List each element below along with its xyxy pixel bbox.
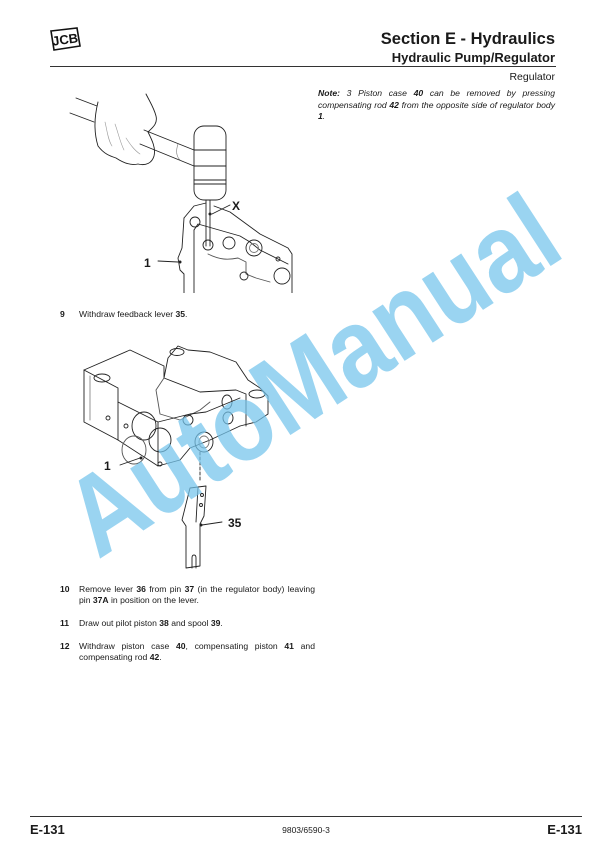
topic-label: Regulator (509, 71, 555, 83)
header-divider (50, 66, 556, 67)
note-label: Note: (318, 88, 340, 98)
part-ref: 42 (389, 99, 399, 110)
subsection-title: Hydraulic Pump/Regulator (391, 50, 555, 65)
callout-x: X (232, 199, 240, 213)
step-number: 12 (60, 641, 70, 651)
jcb-logo: JCB (48, 27, 82, 51)
callout-1: 1 (144, 256, 151, 270)
page-number-left: E-131 (30, 822, 65, 837)
svg-text:JCB: JCB (51, 30, 79, 48)
callout-35: 35 (228, 516, 242, 530)
step-text: Withdraw feedback lever 35. (79, 309, 188, 319)
callout-1: 1 (104, 459, 111, 473)
step-text: Remove lever 36 from pin 37 (in the regu… (79, 584, 315, 606)
figure-hammer-regulator: X 1 (69, 93, 293, 293)
section-title: Section E - Hydraulics (380, 30, 555, 48)
page-number-right: E-131 (547, 822, 582, 837)
footer-divider (30, 816, 582, 817)
part-ref: 40 (413, 88, 424, 98)
step-number: 10 (60, 584, 70, 594)
figure-feedback-lever: 1 35 (83, 345, 269, 569)
part-ref: 1 (318, 111, 323, 121)
note-paragraph: Note: 3 Piston case 40 can be removed by… (318, 88, 556, 121)
step-number: 11 (60, 618, 70, 628)
step-text: Draw out pilot piston 38 and spool 39. (79, 618, 223, 628)
document-number: 9803/6590-3 (282, 825, 330, 835)
step-text: Withdraw piston case 40, compensating pi… (79, 641, 315, 663)
step-number: 9 (60, 309, 65, 319)
